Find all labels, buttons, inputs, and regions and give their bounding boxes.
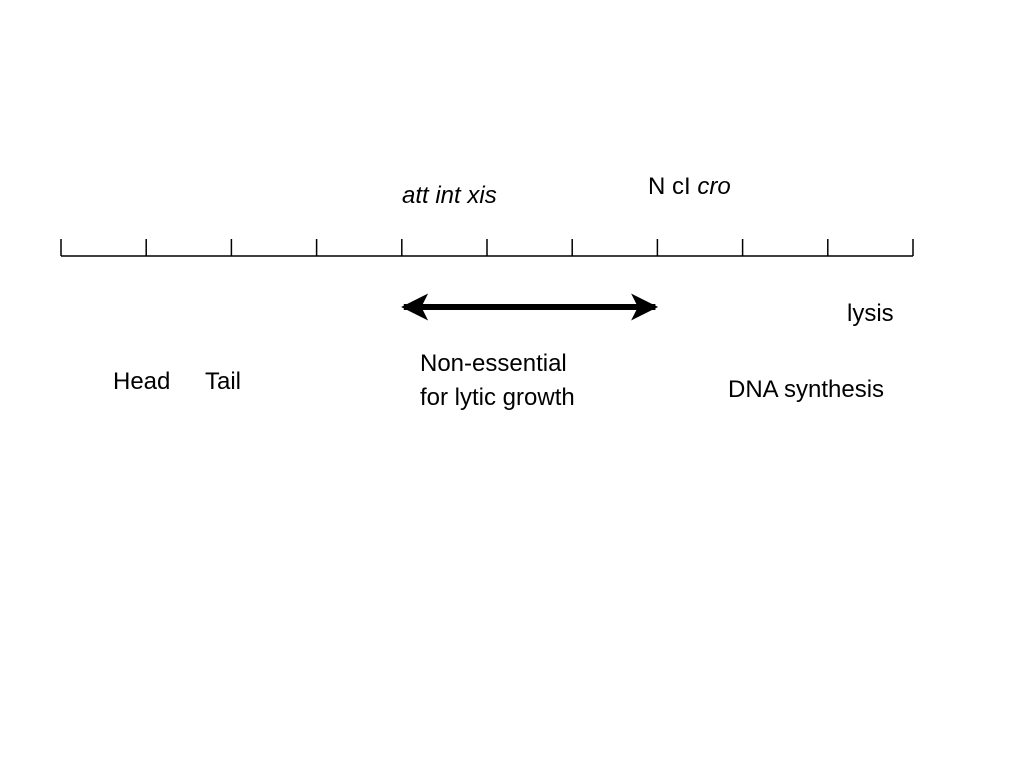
n-ci-text: N cI	[648, 173, 691, 200]
tail-label: Tail	[205, 368, 242, 395]
nonessential-line-1: Non-essential	[420, 350, 567, 377]
att-int-xis-label: att int xis	[402, 182, 497, 209]
nonessential-label: Non-essential for lytic growth	[420, 347, 575, 415]
head-label: Head	[113, 368, 171, 395]
dna-synthesis-label: DNA synthesis	[728, 376, 885, 403]
map-scale-group	[60, 239, 914, 257]
nonessential-line-2: for lytic growth	[420, 384, 575, 411]
cro-text: cro	[697, 173, 731, 200]
n-ci-cro-label: N cI cro	[648, 170, 731, 204]
lysis-label: lysis	[847, 300, 894, 327]
